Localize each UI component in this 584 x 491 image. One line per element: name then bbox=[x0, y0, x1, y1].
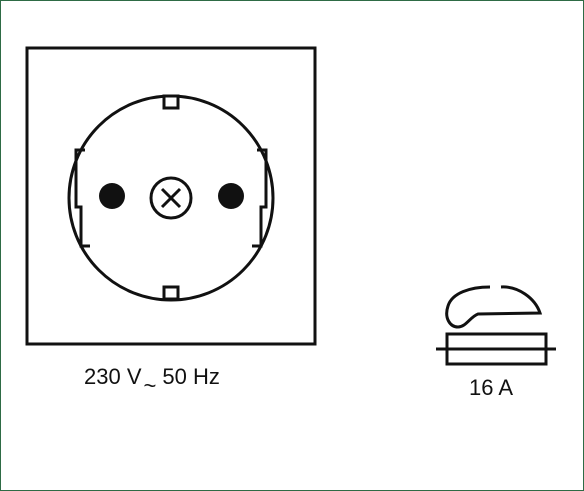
fuse-rating-label: 16 A bbox=[469, 375, 514, 400]
socket-ground-clip-left bbox=[74, 148, 90, 248]
socket-pin-hole-right bbox=[218, 183, 244, 209]
socket-faceplate bbox=[25, 46, 317, 346]
voltage-value: 230 V bbox=[84, 364, 142, 389]
screw-icon bbox=[149, 176, 193, 220]
socket-notch-bottom bbox=[162, 285, 180, 301]
fuse-icon bbox=[436, 285, 556, 366]
fuse-cap bbox=[445, 285, 543, 329]
socket-rating-label: 230 V~50 Hz bbox=[84, 364, 220, 398]
schuko-socket-icon bbox=[25, 46, 317, 346]
socket-ground-clip-right bbox=[252, 148, 268, 248]
frequency-value: 50 Hz bbox=[162, 364, 220, 389]
ac-symbol: ~ bbox=[143, 373, 157, 398]
socket-pin-hole-left bbox=[99, 183, 125, 209]
socket-notch-top bbox=[162, 94, 180, 110]
